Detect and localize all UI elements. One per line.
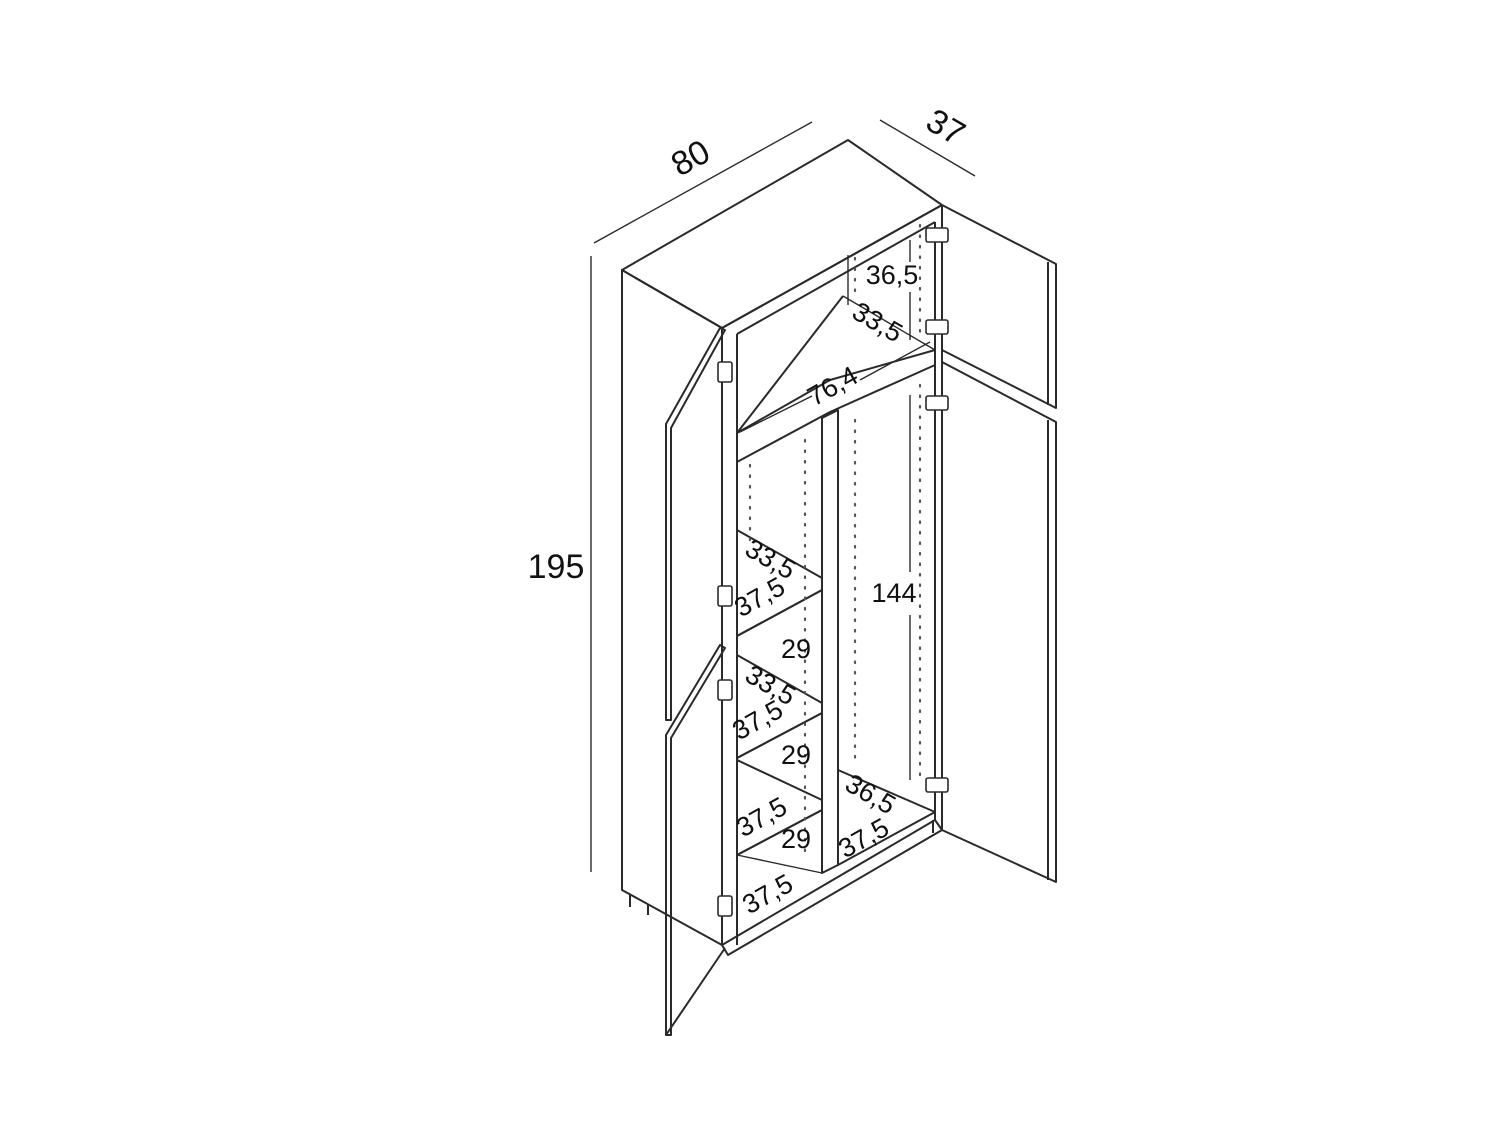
hinge-icon — [925, 777, 949, 793]
hinge-icon — [925, 395, 949, 411]
inner-width-line-left — [739, 395, 813, 433]
inner-width-line-right — [859, 341, 931, 381]
bottom-right-width-label: 37,5 — [833, 812, 894, 864]
hinge-icon — [925, 227, 949, 243]
left-gap3-label: 29 — [781, 824, 811, 854]
right-lower-door — [941, 361, 1057, 883]
left-bottom-back — [736, 854, 823, 874]
left-gap2-label: 29 — [781, 740, 811, 770]
bottom-left-width-label: 37,5 — [737, 868, 798, 920]
front-top-edge — [721, 204, 943, 329]
width-dimension-line — [593, 121, 813, 244]
top-compartment-height-label: 36,5 — [866, 260, 919, 290]
hinge-icon — [925, 319, 949, 335]
left-shelf-2-front — [736, 712, 823, 759]
right-bottom — [837, 769, 936, 866]
right-bottom-back — [837, 769, 936, 813]
left-lower-door — [665, 644, 726, 1036]
left-gap1-label: 29 — [781, 634, 811, 664]
depth-dimension-line — [879, 119, 976, 177]
top-shelf — [736, 295, 936, 463]
cabinet-top — [621, 139, 943, 329]
left-lower-door-bottom — [665, 947, 726, 1036]
center-divider — [821, 409, 839, 874]
height-label: 195 — [528, 548, 585, 586]
right-bottom-front — [837, 811, 936, 866]
inner-width-label: 76,4 — [802, 360, 863, 412]
hinge-icon — [717, 679, 733, 701]
hinge-icon — [717, 361, 733, 383]
hinges — [717, 227, 949, 917]
doors — [665, 204, 1057, 1036]
dimension-lines — [590, 119, 976, 872]
left-shelves — [736, 529, 823, 874]
inner-top-edge — [736, 221, 936, 335]
inner-guides — [739, 240, 931, 780]
depth-label: 37 — [920, 102, 972, 154]
left-shelf-1-front — [736, 589, 823, 637]
top-shelf-panel — [736, 349, 936, 463]
shelf-pin-holes — [748, 223, 922, 862]
top-shelf-left-edge — [736, 295, 844, 434]
hinge-icon — [717, 585, 733, 607]
width-label: 80 — [665, 133, 717, 185]
hinge-icon — [717, 895, 733, 917]
divider-panel — [821, 409, 839, 874]
left-shelf-3-front — [736, 809, 823, 856]
labels: 80 37 195 36,5 33,5 76,4 144 33,5 37,5 2… — [528, 102, 972, 920]
right-upper-door — [941, 204, 1057, 409]
hanging-height-label: 144 — [871, 578, 916, 608]
top-shelf-back-edge — [842, 295, 936, 351]
